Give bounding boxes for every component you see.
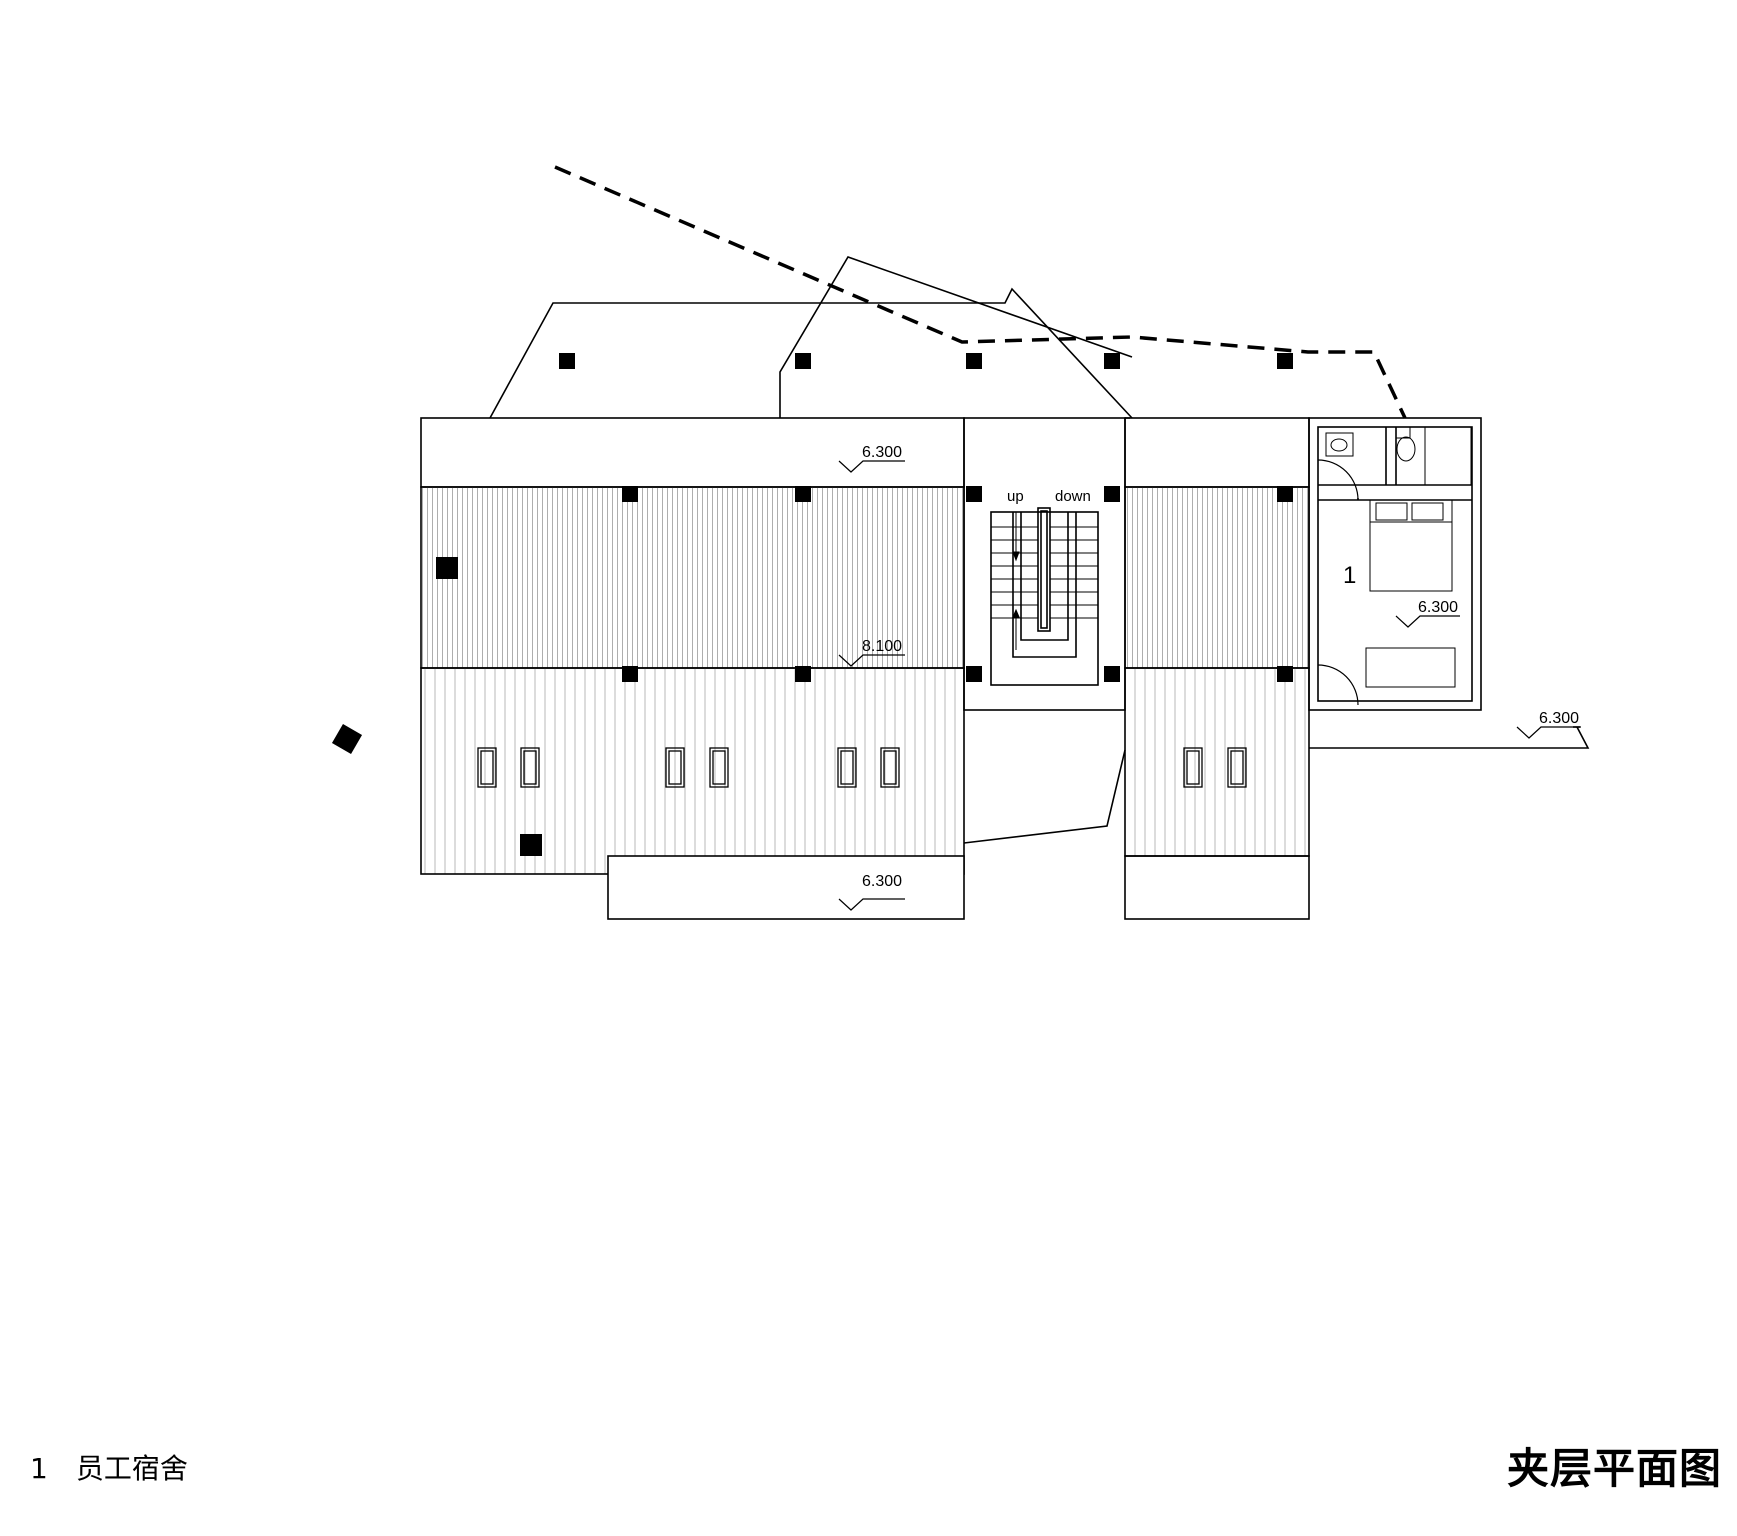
skylights [477,747,1247,788]
stair-down-label: down [1055,488,1091,505]
right-building-terrace [1124,417,1310,488]
elevation-label: 6.300 [1539,710,1579,727]
right-roof-upper [1124,486,1310,669]
terrace-outline [489,287,1133,419]
connector-wall [963,749,1126,844]
left-roof-lower [420,667,965,875]
ground-line [1309,726,1590,749]
legend-number: 1 [30,1452,48,1485]
left-bottom-terrace [607,855,965,920]
columns [331,353,1293,856]
site-boundary [554,165,1407,419]
dormitory-room [1308,417,1482,711]
elevation-label: 6.300 [1418,599,1458,616]
roof-outline [779,256,1133,418]
desk [1365,647,1456,688]
elevation-label: 8.100 [862,638,902,655]
right-roof-lower [1124,667,1310,857]
elevation-label: 6.300 [862,444,902,461]
elevation-markers [838,460,1581,911]
right-bottom-terrace [1124,855,1310,920]
bed [1369,499,1453,592]
legend: 1 员工宿舍 [30,1447,188,1487]
elevation-label: 6.300 [862,873,902,890]
washbasin [1325,432,1354,457]
stair-up-label: up [1007,488,1024,505]
stair-treads [991,512,1098,650]
left-roof-upper [420,486,965,669]
toilet [1396,436,1416,462]
room-number: 1 [1343,562,1356,589]
stair-core [963,417,1126,711]
stair-box [990,511,1099,686]
drawing-title: 夹层平面图 [1506,1444,1722,1493]
legend-name: 员工宿舍 [75,1452,188,1485]
